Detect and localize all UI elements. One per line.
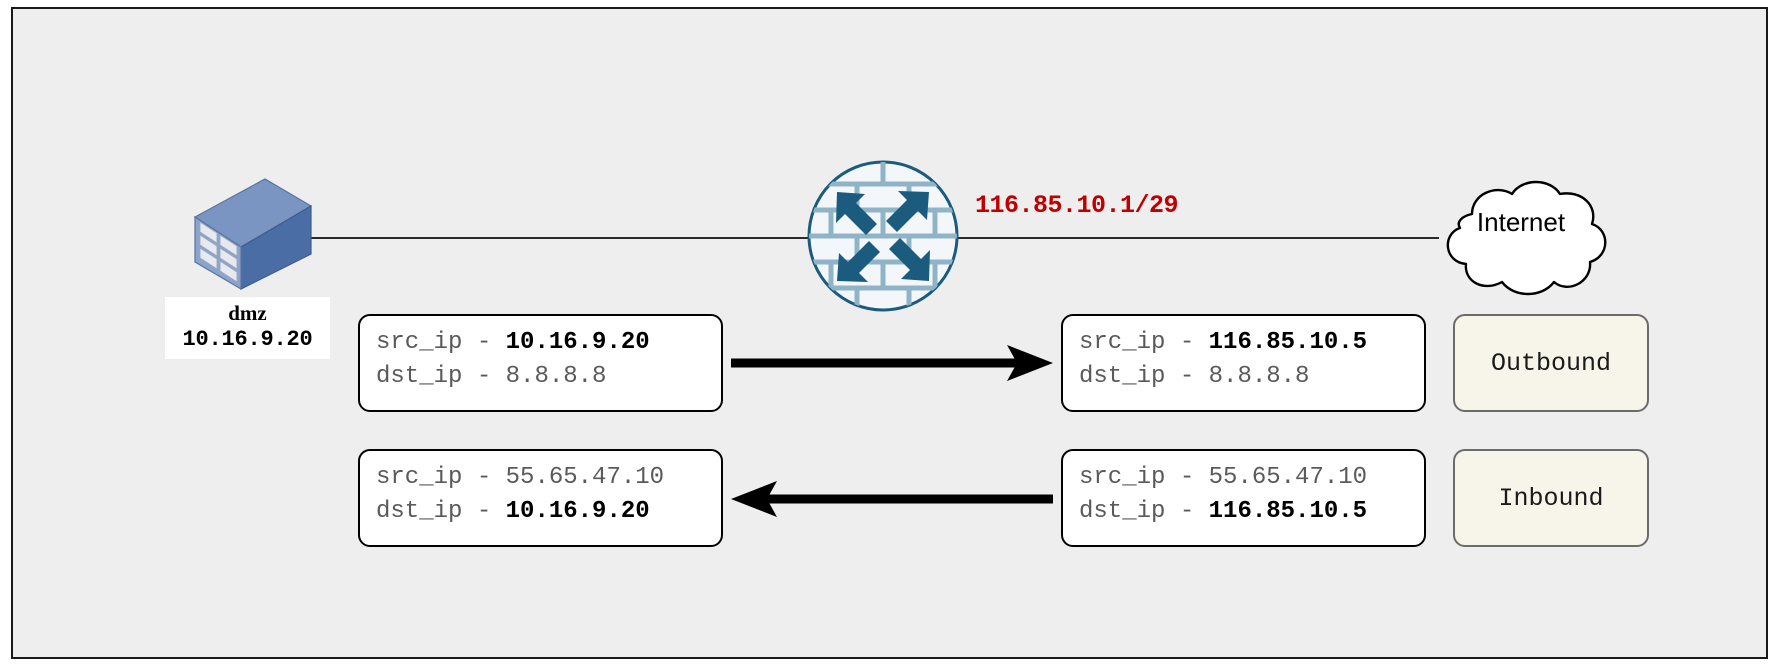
packet-dst-field: dst_ip	[1079, 363, 1166, 391]
packet-box-outbound-before: src_ip - 10.16.9.20 dst_ip - 8.8.8.8	[358, 314, 723, 412]
diagram-frame: dmz 10.16.9.20	[11, 7, 1768, 659]
server-name: dmz	[228, 301, 267, 325]
packet-src-separator: -	[1165, 329, 1209, 356]
internet-label: Internet	[1476, 207, 1566, 237]
arrow-outbound	[729, 345, 1055, 381]
server-label-box: dmz 10.16.9.20	[165, 297, 330, 360]
firewall-icon[interactable]	[803, 156, 963, 316]
packet-row-dst: dst_ip - 116.85.10.5	[1079, 495, 1408, 529]
packet-dst-separator: -	[1165, 498, 1209, 526]
packet-box-inbound-after: src_ip - 55.65.47.10 dst_ip - 10.16.9.20	[358, 449, 723, 547]
server-icon[interactable]	[173, 169, 313, 294]
packet-dst-value: 116.85.10.5	[1208, 498, 1368, 526]
packet-src-field: src_ip	[376, 464, 463, 491]
packet-box-inbound-before: src_ip - 55.65.47.10 dst_ip - 116.85.10.…	[1061, 449, 1426, 547]
packet-src-field: src_ip	[1079, 464, 1166, 491]
packet-dst-separator: -	[462, 498, 506, 526]
packet-dst-separator: -	[1165, 363, 1209, 391]
packet-row-dst: dst_ip - 8.8.8.8	[376, 360, 705, 394]
packet-dst-separator: -	[462, 363, 506, 391]
packet-row-dst: dst_ip - 8.8.8.8	[1079, 360, 1408, 394]
packet-dst-field: dst_ip	[376, 363, 463, 391]
packet-dst-value: 8.8.8.8	[1208, 363, 1310, 391]
packet-src-value: 116.85.10.5	[1208, 329, 1368, 356]
link-firewall-to-internet	[953, 237, 1439, 239]
packet-dst-value: 10.16.9.20	[505, 498, 650, 526]
packet-row-src: src_ip - 10.16.9.20	[376, 326, 705, 360]
packet-dst-value: 8.8.8.8	[505, 363, 607, 391]
packet-src-field: src_ip	[376, 329, 463, 356]
badge-inbound: Inbound	[1453, 449, 1649, 547]
packet-dst-field: dst_ip	[1079, 498, 1166, 526]
packet-src-separator: -	[462, 329, 506, 356]
packet-src-value: 55.65.47.10	[505, 464, 665, 491]
packet-row-src: src_ip - 116.85.10.5	[1079, 326, 1408, 360]
packet-src-separator: -	[1165, 464, 1209, 491]
badge-outbound-label: Outbound	[1490, 348, 1612, 378]
packet-row-src: src_ip - 55.65.47.10	[1079, 461, 1408, 495]
cloud-icon[interactable]	[1426, 172, 1616, 300]
packet-src-field: src_ip	[1079, 329, 1166, 356]
packet-row-dst: dst_ip - 10.16.9.20	[376, 495, 705, 529]
arrow-inbound	[729, 481, 1055, 517]
packet-src-value: 55.65.47.10	[1208, 464, 1368, 491]
link-server-to-firewall	[309, 237, 813, 239]
badge-inbound-label: Inbound	[1498, 483, 1604, 513]
firewall-public-ip: 116.85.10.1/29	[975, 191, 1179, 220]
packet-src-value: 10.16.9.20	[505, 329, 650, 356]
packet-src-separator: -	[462, 464, 506, 491]
server-ip: 10.16.9.20	[182, 326, 313, 352]
badge-outbound: Outbound	[1453, 314, 1649, 412]
packet-row-src: src_ip - 55.65.47.10	[376, 461, 705, 495]
packet-box-outbound-after: src_ip - 116.85.10.5 dst_ip - 8.8.8.8	[1061, 314, 1426, 412]
packet-dst-field: dst_ip	[376, 498, 463, 526]
